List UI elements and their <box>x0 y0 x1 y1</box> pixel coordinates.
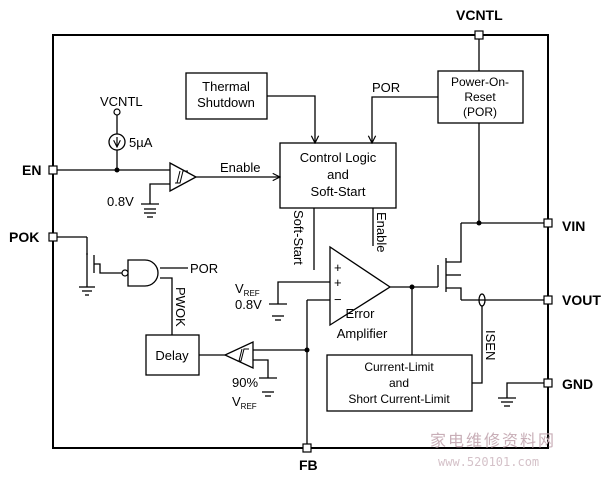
pin-label-en: EN <box>22 162 41 178</box>
enable-vertical-label: Enable <box>374 212 389 252</box>
ea-minus: − <box>334 292 342 307</box>
pin-fb-square <box>302 443 312 453</box>
pin-vin-square <box>543 218 553 228</box>
current-source-label: 5µA <box>129 135 153 150</box>
pin-label-vcntl: VCNTL <box>456 7 503 23</box>
current-limit-block <box>326 354 473 412</box>
watermark-line-1: 家电维修资料网 <box>430 431 556 450</box>
pin-label-vin: VIN <box>562 218 585 234</box>
control-label-1: Control Logic <box>300 150 377 165</box>
vref-value-label: 0.8V <box>235 297 262 312</box>
pwok-comparator <box>223 340 254 370</box>
ilimit-label-1: Current-Limit <box>364 360 434 374</box>
wire-vref-ea <box>277 281 330 304</box>
mosfet-drain <box>446 223 462 263</box>
en-hysteresis-icon <box>175 170 188 184</box>
pin-gnd-square <box>543 378 553 388</box>
wire-gnd <box>506 382 544 398</box>
pct-label: 90% <box>232 375 258 390</box>
pin-vout-square <box>543 295 553 305</box>
por-label-1: Power-On- <box>451 75 509 89</box>
vref2-main: V <box>232 394 241 409</box>
vcntl-node-ring <box>113 108 121 116</box>
wire-nand-in-pwok <box>160 277 173 335</box>
nand-gate <box>127 259 159 287</box>
por-to-logic-label: POR <box>372 80 400 95</box>
en-threshold-label: 0.8V <box>107 194 134 209</box>
wire-gate-nand <box>94 263 128 274</box>
por-label-3: (POR) <box>463 105 497 119</box>
ea-plus-1: + <box>334 260 342 275</box>
pin-label-fb: FB <box>299 457 318 473</box>
vcntl-internal-label: VCNTL <box>100 94 143 109</box>
vref2-label: VREF <box>232 394 257 411</box>
enable-label: Enable <box>220 160 260 175</box>
wire-en-ref <box>149 183 170 204</box>
pin-label-gnd: GND <box>562 376 593 392</box>
control-label-2: and <box>327 167 349 182</box>
wire-isen <box>472 306 483 384</box>
soft-start-label: Soft-Start <box>291 210 306 265</box>
nodes <box>114 167 482 353</box>
watermark-line-2: www.520101.com <box>438 455 539 469</box>
node-vin <box>476 220 482 226</box>
vref-main: V <box>235 281 244 296</box>
pwok-hysteresis-icon <box>237 348 249 362</box>
ilimit-label-2: and <box>389 376 409 390</box>
vref-label: VREF <box>235 281 260 298</box>
ea-plus-2: + <box>334 275 342 290</box>
pin-en-square <box>48 165 58 175</box>
delay-label: Delay <box>155 348 189 363</box>
node-fb <box>304 347 310 353</box>
node-ea-out <box>409 284 415 290</box>
mosfet-source <box>446 287 462 300</box>
por-to-gate-label: POR <box>190 261 218 276</box>
pwok-label: PWOK <box>173 287 188 327</box>
pin-label-vout: VOUT <box>562 292 601 308</box>
node-en <box>114 167 120 173</box>
por-label-2: Reset <box>464 90 496 104</box>
control-label-3: Soft-Start <box>311 184 366 199</box>
vref2-sub: REF <box>241 402 257 411</box>
thermal-label-1: Thermal <box>202 79 250 94</box>
pin-pok-square <box>48 232 58 242</box>
por-block <box>437 70 524 124</box>
thermal-label-2: Shutdown <box>197 95 255 110</box>
isen-label: ISEN <box>483 330 498 360</box>
en-comparator <box>169 161 198 193</box>
ilimit-label-3: Short Current-Limit <box>348 392 450 406</box>
pin-label-pok: POK <box>9 229 39 245</box>
ea-label-2: Amplifier <box>337 326 388 341</box>
nand-bubble <box>121 269 129 277</box>
ea-label-1: Error <box>346 306 376 321</box>
error-amplifier <box>329 245 392 327</box>
pin-vcntl-square <box>474 30 484 40</box>
vref-sub: REF <box>244 289 260 298</box>
wire-thermal-logic <box>267 95 315 143</box>
delay-block <box>145 334 200 376</box>
wire-por-logic <box>372 96 438 143</box>
